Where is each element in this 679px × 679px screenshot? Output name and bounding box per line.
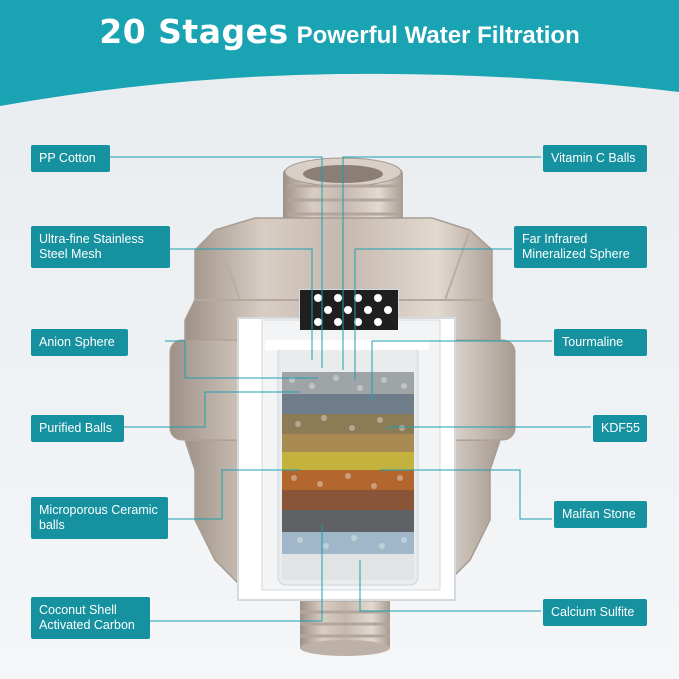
page-title: 20 Stages Powerful Water Filtration: [0, 12, 679, 51]
label-purified-balls: Purified Balls: [31, 415, 124, 442]
header-banner: [0, 0, 679, 106]
label-pp-cotton: PP Cotton: [31, 145, 110, 172]
title-rest: Powerful Water Filtration: [296, 22, 580, 49]
label-stainless-steel-mesh: Ultra-fine Stainless Steel Mesh: [31, 226, 170, 268]
label-far-infrared-sphere: Far Infrared Mineralized Sphere: [514, 226, 647, 268]
label-tourmaline: Tourmaline: [554, 329, 647, 356]
label-kdf55: KDF55: [593, 415, 647, 442]
label-coconut-carbon: Coconut Shell Activated Carbon: [31, 597, 150, 639]
label-ceramic-balls: Microporous Ceramic balls: [31, 497, 168, 539]
label-calcium-sulfite: Calcium Sulfite: [543, 599, 647, 626]
label-vitamin-c-balls: Vitamin C Balls: [543, 145, 647, 172]
label-anion-sphere: Anion Sphere: [31, 329, 128, 356]
title-bold: 20 Stages: [99, 12, 289, 51]
leader-lines: [110, 156, 591, 622]
label-maifan-stone: Maifan Stone: [554, 501, 647, 528]
cutaway-section: [237, 289, 456, 601]
